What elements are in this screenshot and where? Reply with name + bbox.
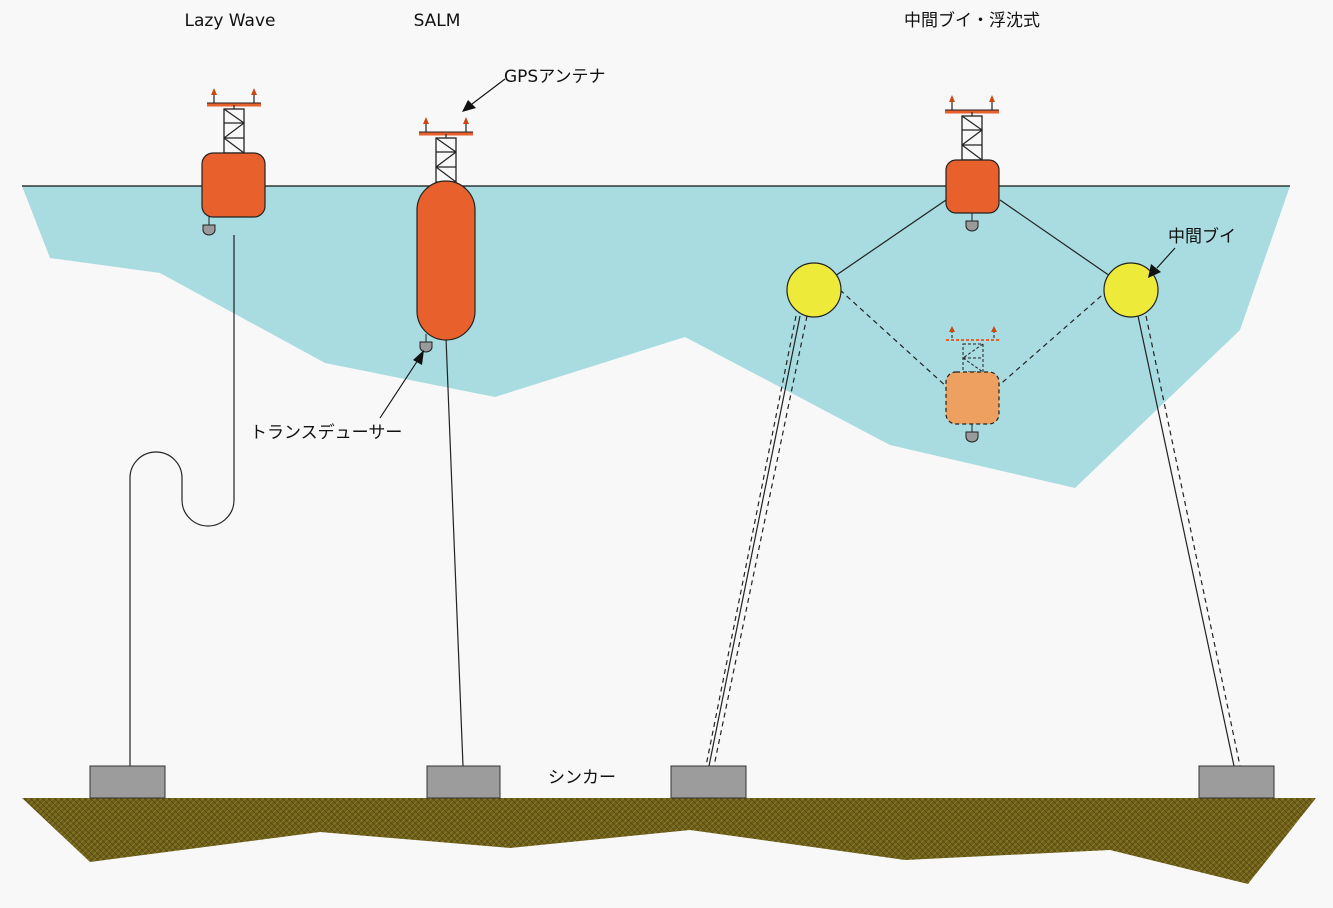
gps-tower-icon [943, 93, 1001, 162]
intermediate-buoy-left [786, 262, 842, 318]
label-gps-antenna: GPSアンテナ [504, 67, 606, 87]
label-transducer: トランスデューサー [250, 422, 402, 443]
intermediate-buoy-system [670, 93, 1275, 799]
callout-arrows [379, 78, 1176, 419]
gps-tower-icon [417, 115, 475, 184]
title-salm: SALM [414, 11, 461, 31]
title-lazy-wave: Lazy Wave [185, 11, 276, 31]
label-sinker: シンカー [548, 768, 616, 788]
submerged-buoy [945, 371, 1000, 425]
lazy-wave-system [89, 86, 266, 799]
gps-tower-icon [205, 86, 263, 155]
salm-tether [445, 337, 464, 767]
surface-buoy [201, 152, 266, 218]
label-intermediate-buoy: 中間ブイ [1168, 226, 1236, 247]
sinker-block [426, 765, 501, 799]
sinker-block [89, 765, 166, 799]
seabed [22, 798, 1316, 884]
lazy-wave-riser [129, 235, 235, 766]
sinker-block [1198, 765, 1275, 799]
sinker-block [670, 765, 747, 799]
surface-buoy [945, 159, 1000, 214]
spar-buoy [416, 180, 476, 341]
salm-system [416, 115, 501, 799]
intermediate-buoy-right [1103, 262, 1159, 318]
title-intermediate: 中間ブイ・浮沈式 [904, 10, 1040, 31]
